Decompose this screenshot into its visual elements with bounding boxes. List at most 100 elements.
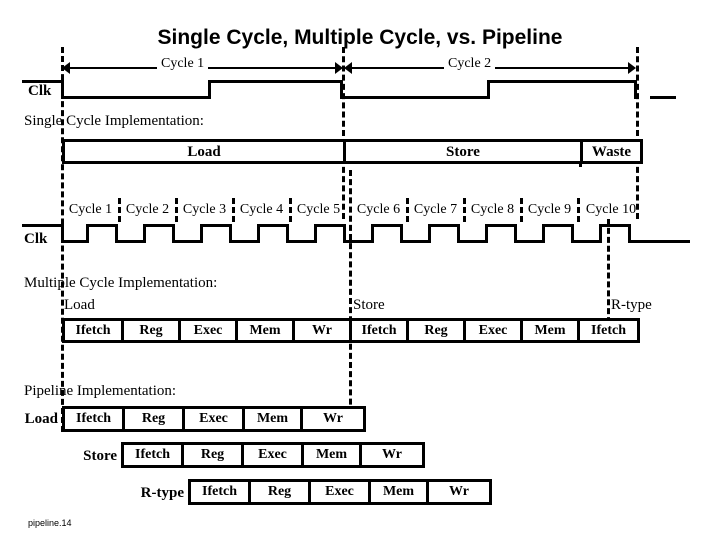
measure-cycle-1: Cycle 1: [62, 56, 343, 74]
multi-cycle-stage: Ifetch: [352, 321, 409, 340]
pipeline-stage: Mem: [371, 482, 429, 502]
clk-segment: [61, 96, 211, 99]
multi-cycle-stage: Reg: [409, 321, 466, 340]
cycle-tick: Cycle 7: [413, 202, 458, 217]
multi-cycle-stage: Reg: [124, 321, 181, 340]
clk2-segment: [172, 240, 200, 243]
clk2-segment: [628, 240, 690, 243]
clk2-edge: [371, 224, 374, 243]
pipeline-stage: Ifetch: [191, 482, 251, 502]
pipeline-stage: Mem: [245, 409, 303, 429]
clk2-edge: [514, 224, 517, 243]
clk2-segment: [200, 224, 232, 227]
clk-segment: [650, 96, 676, 99]
pipeline-stage: Exec: [311, 482, 371, 502]
clk-edge: [61, 80, 64, 99]
clk-edge: [340, 80, 343, 99]
pipeline-row-label-rtype: R-type: [140, 485, 184, 501]
guide-tick-c8: [520, 198, 523, 222]
page-title: Single Cycle, Multiple Cycle, vs. Pipeli…: [157, 26, 563, 49]
pipeline-row-store: Ifetch Reg Exec Mem Wr: [121, 442, 425, 468]
ruler-clk-label: Clk: [24, 231, 48, 247]
multi-cycle-caption: Multiple Cycle Implementation:: [24, 275, 218, 291]
clk2-segment: [571, 240, 599, 243]
clk2-segment: [371, 224, 403, 227]
clk2-edge: [571, 224, 574, 243]
pipeline-stage: Reg: [251, 482, 311, 502]
pipeline-stage: Mem: [304, 445, 362, 465]
clk2-segment: [599, 224, 631, 227]
slide-footer: pipeline.14: [28, 518, 72, 528]
pipeline-row-rtype: Ifetch Reg Exec Mem Wr: [188, 479, 492, 505]
clk-segment: [22, 80, 62, 83]
clk2-edge: [485, 224, 488, 243]
guide-tick-c6: [406, 198, 409, 222]
single-cycle-cell-store: Store: [346, 142, 583, 161]
clk2-segment: [314, 224, 346, 227]
pipeline-stage: Wr: [362, 445, 422, 465]
pipeline-stage: Reg: [184, 445, 244, 465]
guide-tick-c2: [175, 198, 178, 222]
multi-cycle-stage: Wr: [295, 321, 352, 340]
measure-label: Cycle 1: [157, 56, 209, 72]
clk2-edge: [314, 224, 317, 243]
clk-segment: [208, 80, 343, 83]
clk2-segment: [428, 224, 460, 227]
measure-cycle-2: Cycle 2: [344, 56, 636, 74]
pipeline-stage: Wr: [429, 482, 489, 502]
multi-cycle-stage: Exec: [181, 321, 238, 340]
clk-segment: [340, 96, 490, 99]
clk-segment: [487, 80, 637, 83]
pipeline-row-label-store: Store: [83, 448, 117, 464]
guide-line-cycle10-end: [636, 47, 639, 219]
multi-cycle-bar: Ifetch Reg Exec Mem Wr Ifetch Reg Exec M…: [62, 318, 640, 343]
clk2-edge: [428, 224, 431, 243]
guide-tick-c7: [463, 198, 466, 222]
guide-tick-c1: [118, 198, 121, 222]
clk2-segment: [86, 224, 118, 227]
cycle-tick: Cycle 3: [182, 202, 227, 217]
clk2-segment: [229, 240, 257, 243]
arrow-left-icon: [344, 62, 352, 74]
cycle-tick: Cycle 1: [68, 202, 113, 217]
clk2-edge: [628, 224, 631, 243]
guide-tick-c9: [577, 198, 580, 222]
clk2-segment: [22, 224, 62, 227]
cycle-tick: Cycle 2: [125, 202, 170, 217]
single-cycle-cell-load: Load: [65, 142, 346, 161]
clk2-segment: [61, 240, 89, 243]
clk2-edge: [200, 224, 203, 243]
guide-tick-c4: [289, 198, 292, 222]
clk2-edge: [115, 224, 118, 243]
guide-line-cycle5-end: [342, 47, 345, 219]
clk2-edge: [143, 224, 146, 243]
cycle-tick: Cycle 8: [470, 202, 515, 217]
guide-line-cycle5-end-lower: [349, 170, 352, 432]
multi-cycle-stage: Mem: [523, 321, 580, 340]
single-cycle-caption: Single Cycle Implementation:: [24, 113, 204, 129]
clk2-edge: [343, 224, 346, 243]
clk2-edge: [86, 224, 89, 243]
cycle-tick: Cycle 9: [527, 202, 572, 217]
clk2-edge: [457, 224, 460, 243]
clk2-segment: [115, 240, 143, 243]
clk2-segment: [542, 224, 574, 227]
cycle-tick: Cycle 5: [296, 202, 341, 217]
clk2-edge: [599, 224, 602, 243]
clk2-segment: [143, 224, 175, 227]
clk2-segment: [257, 224, 289, 227]
arrow-left-icon: [62, 62, 70, 74]
pipeline-row-load: Ifetch Reg Exec Mem Wr: [62, 406, 366, 432]
multi-cycle-group-store: Store: [353, 297, 385, 313]
clk2-edge: [172, 224, 175, 243]
multi-cycle-stage: Ifetch: [580, 321, 637, 340]
clk2-edge: [257, 224, 260, 243]
guide-tick-c3: [232, 198, 235, 222]
clk-edge: [208, 80, 211, 99]
arrow-right-icon: [335, 62, 343, 74]
clk2-segment: [485, 224, 517, 227]
pipeline-stage: Reg: [125, 409, 185, 429]
clk2-edge: [400, 224, 403, 243]
cycle-tick: Cycle 6: [356, 202, 401, 217]
